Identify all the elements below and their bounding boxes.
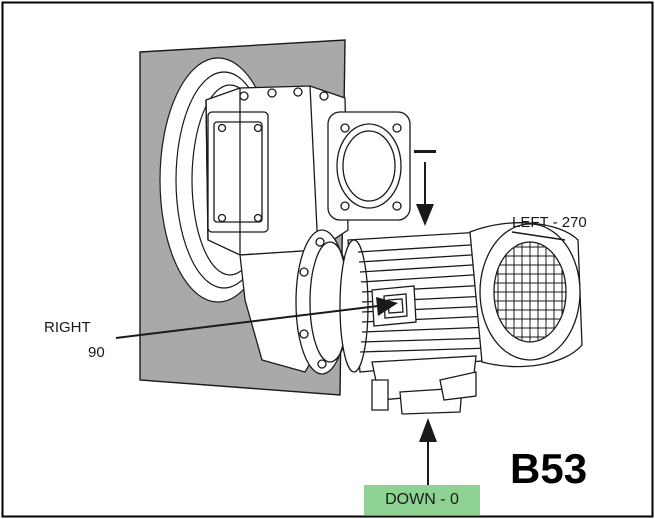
label-down-0: DOWN - 0 xyxy=(364,485,480,515)
down-arrow xyxy=(419,418,437,486)
fan-cover xyxy=(469,222,583,368)
label-right-degrees: 90 xyxy=(88,344,105,361)
motor-body xyxy=(339,231,493,373)
right-arrow xyxy=(115,297,398,339)
gearbox-housing xyxy=(205,85,349,265)
top-arrow xyxy=(414,150,436,226)
left-leader xyxy=(511,231,566,241)
label-left-270: LEFT - 270 xyxy=(512,214,587,231)
mounting-position-code: B53 xyxy=(510,445,588,492)
output-cover xyxy=(327,111,411,221)
motor-feet xyxy=(371,355,477,415)
adapter-body xyxy=(239,229,351,375)
fan-grille xyxy=(494,242,566,342)
label-right: RIGHT xyxy=(44,319,91,336)
